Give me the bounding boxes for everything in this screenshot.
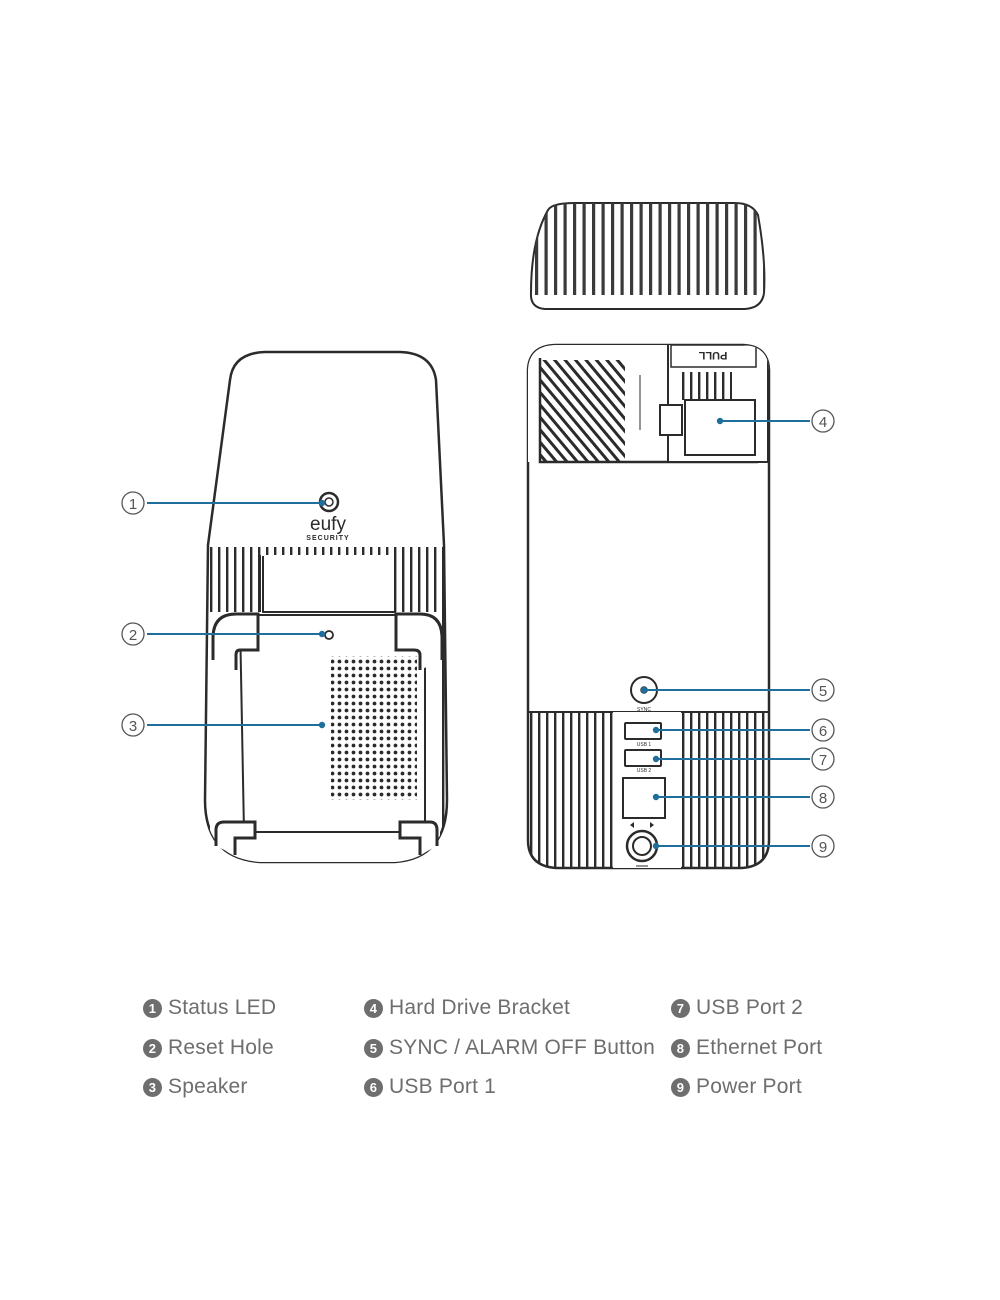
usb1-label: USB 1 (637, 742, 652, 748)
svg-text:7: 7 (819, 752, 827, 769)
eufy-logo: eufy (310, 514, 346, 535)
svg-text:5: 5 (819, 683, 827, 700)
callout-3: 3 (121, 713, 145, 737)
reset-hole (324, 630, 334, 640)
side-view-device: PULL SYNC USB 1 USB 2 (526, 343, 771, 870)
svg-text:4: 4 (819, 414, 827, 431)
callout-2: 2 (121, 622, 145, 646)
eufy-logo-sub: SECURITY (306, 535, 349, 542)
callout-lines (147, 417, 810, 850)
speaker-grille (331, 656, 417, 800)
pull-label: PULL (698, 349, 727, 361)
callout-4: 4 (811, 409, 835, 433)
callout-1: 1 (121, 491, 145, 515)
svg-text:6: 6 (819, 723, 827, 740)
svg-text:9: 9 (819, 839, 827, 856)
removable-lid (529, 202, 766, 310)
callout-8: 8 (811, 785, 835, 809)
hard-drive-bracket: PULL (659, 345, 769, 463)
front-view-device: eufy SECURITY (203, 350, 449, 864)
callout-9: 9 (811, 834, 835, 858)
svg-text:2: 2 (129, 627, 137, 644)
callout-6: 6 (811, 718, 835, 742)
callout-7: 7 (811, 747, 835, 771)
svg-text:1: 1 (129, 496, 137, 513)
sync-label: SYNC (637, 707, 651, 713)
callout-5: 5 (811, 678, 835, 702)
usb2-label: USB 2 (637, 768, 652, 774)
svg-text:8: 8 (819, 790, 827, 807)
svg-text:3: 3 (129, 718, 137, 735)
callout-markers: 1 2 3 4 5 6 7 8 (121, 409, 835, 858)
